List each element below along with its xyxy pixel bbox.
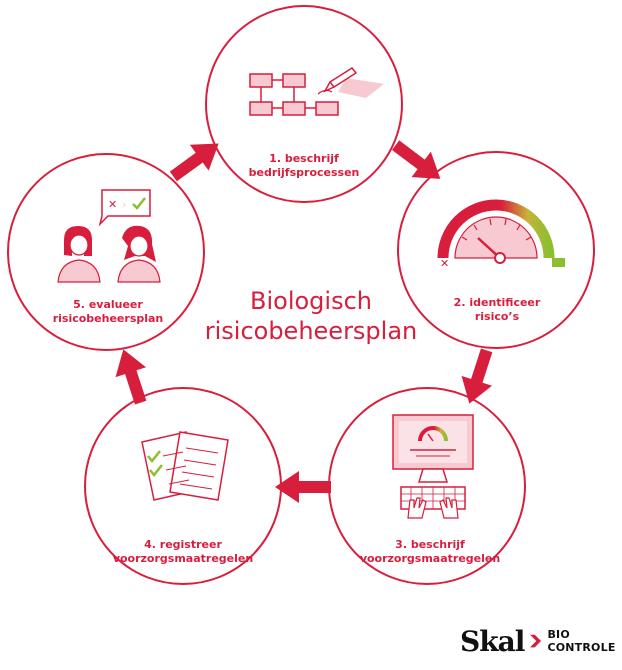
- step-1-label: 1. beschrijf bedrijfsprocessen: [249, 152, 360, 180]
- step-5-circle: [7, 153, 205, 351]
- speech-bubble-icon: ✕ ›: [98, 189, 151, 227]
- step-4-title: 4. registreer: [144, 538, 222, 551]
- chevron-right-icon: [530, 634, 542, 648]
- people-icon: [57, 225, 161, 283]
- arrow-1-to-2: [392, 140, 441, 179]
- step-2-label: 2. identificeer risico’s: [454, 296, 541, 324]
- pen-icon: [317, 67, 384, 98]
- step-3-subtitle: voorzorgsmaatregelen: [359, 552, 501, 565]
- svg-text:✕: ✕: [440, 257, 449, 270]
- diagram-title-line-1: Biologisch: [250, 287, 372, 315]
- step-2-subtitle: risico’s: [474, 310, 520, 323]
- step-1-circle: [205, 5, 403, 203]
- step-5-subtitle: risicobeheersplan: [52, 312, 164, 325]
- arrow-5-to-1: [169, 143, 219, 182]
- step-4-subtitle: voorzorgsmaatregelen: [112, 552, 254, 565]
- step-1-subtitle: bedrijfsprocessen: [248, 166, 360, 179]
- step-1-title: 1. beschrijf: [269, 152, 339, 165]
- step-5-title: 5. evalueer: [73, 298, 143, 311]
- step-3-label: 3. beschrijf voorzorgsmaatregelen: [360, 538, 500, 566]
- checklist-icon: [141, 431, 229, 501]
- skal-logo: Skal BIO CONTROLE: [460, 624, 622, 658]
- arrow-4-to-5: [115, 349, 147, 405]
- svg-text:›: ›: [122, 198, 126, 211]
- keyboard-icon: [400, 486, 466, 519]
- step-4-label: 4. registreer voorzorgsmaatregelen: [113, 538, 253, 566]
- step-2-title: 2. identificeer: [453, 296, 541, 309]
- diagram-title: Biologisch risicobeheersplan: [205, 286, 418, 346]
- arrow-3-to-4: [275, 471, 331, 503]
- diagram-title-line-2: risicobeheersplan: [204, 317, 418, 345]
- logo-wordmark: Skal: [460, 624, 525, 658]
- step-5-label: 5. evalueer risicobeheersplan: [53, 298, 164, 326]
- flowchart-icon: [249, 73, 339, 116]
- logo-subtitle: BIO CONTROLE: [547, 628, 616, 654]
- arrow-2-to-3: [461, 348, 493, 404]
- gauge-icon: ✕: [437, 199, 565, 270]
- step-2-circle: [397, 151, 595, 349]
- svg-text:✕: ✕: [108, 198, 117, 211]
- step-3-title: 3. beschrijf: [395, 538, 465, 551]
- computer-icon: [392, 414, 474, 483]
